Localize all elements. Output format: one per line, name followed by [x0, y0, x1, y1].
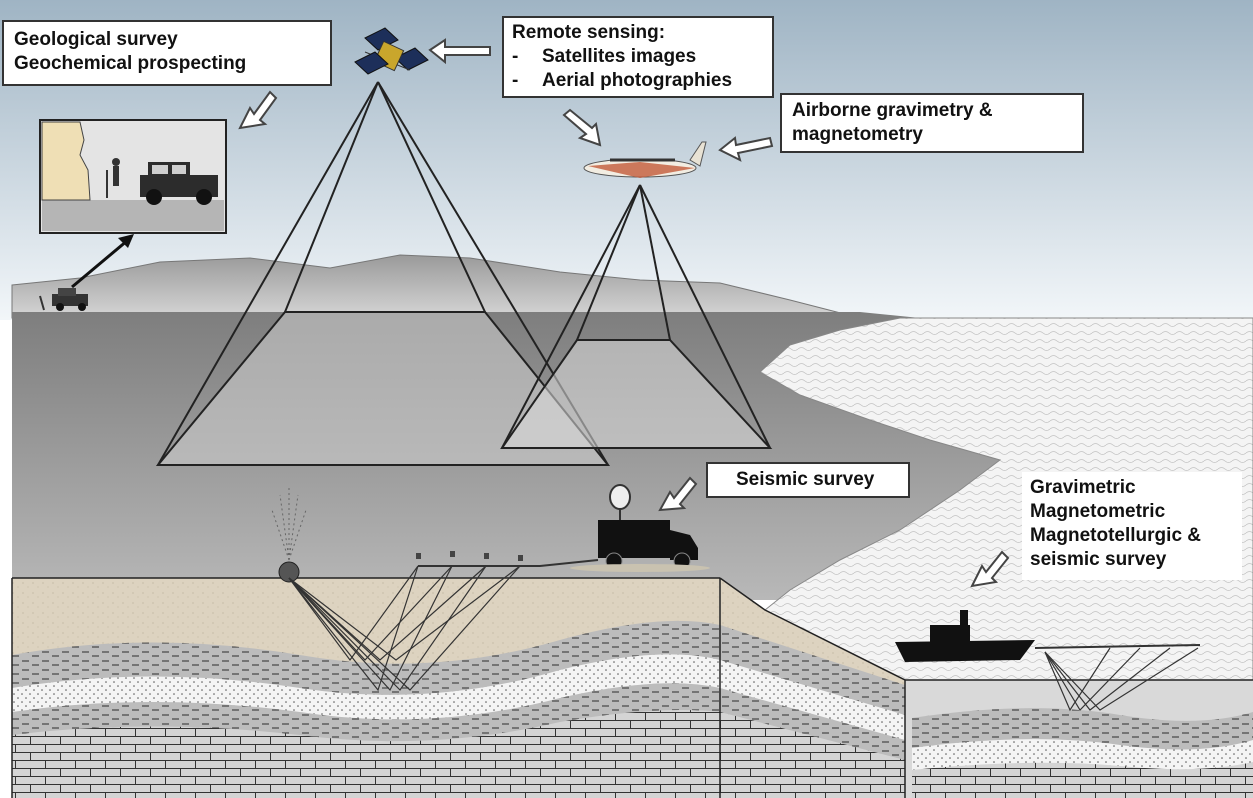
arrow-to-airplane	[562, 108, 602, 147]
geological-line-1: Geological survey	[14, 29, 178, 50]
seismic-truck-icon	[570, 484, 710, 572]
label-remote-sensing: Remote sensing: -Satellites images -Aeri…	[502, 16, 774, 98]
arrow-to-airplane-right	[718, 136, 774, 162]
marine-limestone	[912, 762, 1253, 798]
airborne-line-2: magnetometry	[792, 124, 923, 145]
satellite-icon	[354, 27, 429, 75]
remote-sensing-item-1: -Satellites images	[512, 46, 697, 67]
jeep-icon	[140, 162, 218, 205]
label-marine-survey: Gravimetric Magnetometric Magnetotellurg…	[1022, 472, 1242, 580]
geological-line-2: Geochemical prospecting	[14, 53, 247, 74]
satellite-footprint	[155, 81, 611, 466]
marine-line-4: seismic survey	[1030, 549, 1167, 570]
marine-line-2: Magnetometric	[1030, 501, 1166, 522]
jeep-small-icon	[39, 288, 88, 311]
airplane-icon	[583, 141, 707, 178]
aircraft-footprint	[500, 184, 773, 449]
arrow-to-boat	[970, 550, 1010, 588]
seismic-raypaths	[288, 565, 521, 692]
airborne-line-1: Airborne gravimetry &	[792, 100, 993, 121]
remote-sensing-title: Remote sensing:	[512, 22, 666, 43]
geophone-cable	[418, 559, 599, 567]
arrow-to-satellite	[428, 38, 491, 65]
remote-sensing-item-2: -Aerial photographies	[512, 70, 733, 91]
boat-icon	[895, 610, 1201, 662]
label-seismic-survey: Seismic survey	[706, 462, 910, 498]
seismic-line-1: Seismic survey	[736, 469, 875, 490]
geophones	[416, 551, 523, 561]
arrow-to-truck	[658, 476, 698, 512]
section-edges	[11, 577, 1253, 798]
pointer-arrows	[238, 38, 1010, 588]
arrow-to-inset	[238, 90, 278, 130]
person-icon	[106, 158, 120, 198]
zoom-arrowhead	[118, 234, 134, 248]
zoom-arrow	[71, 238, 129, 289]
seismic-source-icon	[271, 488, 307, 583]
limestone-layer	[12, 709, 905, 798]
label-airborne: Airborne gravimetry & magnetometry	[780, 93, 1084, 153]
zoom-inset	[39, 119, 227, 234]
label-geological-survey: Geological survey Geochemical prospectin…	[2, 20, 332, 86]
marine-line-1: Gravimetric	[1030, 477, 1136, 498]
marine-raypaths	[1044, 647, 1199, 712]
marine-line-3: Magnetotellurgic &	[1030, 525, 1202, 546]
